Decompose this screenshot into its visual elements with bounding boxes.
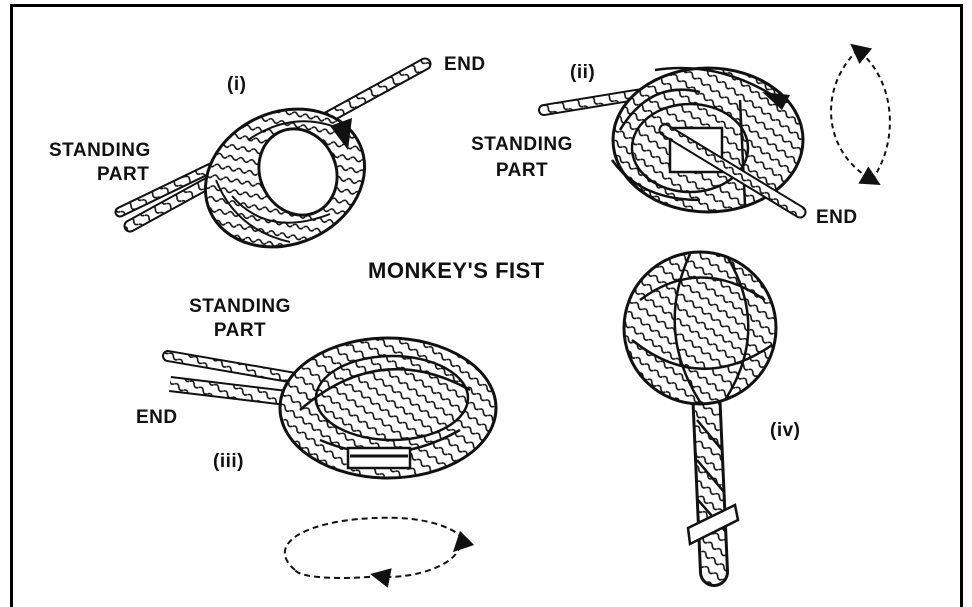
step-1-standing-label-line-1: STANDING: [49, 140, 151, 162]
step-1-figure: [120, 64, 425, 272]
step-3-end-label: END: [136, 407, 178, 429]
step-4-numeral: (iv): [770, 420, 801, 442]
step-3-numeral: (iii): [213, 451, 244, 473]
step-2-figure: [544, 50, 890, 212]
step-1-end-label: END: [444, 54, 486, 76]
step-3-standing-label-line-2: PART: [176, 320, 304, 342]
step-2-standing-label-line-1: STANDING: [458, 134, 586, 156]
diagram-title: MONKEY'S FIST: [368, 258, 545, 284]
step-3-standing-label-line-1: STANDING: [176, 296, 304, 318]
step-2-end-label: END: [816, 207, 858, 229]
step-2-numeral: (ii): [570, 62, 595, 84]
step-1-numeral: (i): [227, 74, 246, 96]
step-4-figure: [624, 252, 776, 572]
step-2-standing-label-line-2: PART: [458, 160, 586, 182]
step-1-standing-label-line-2: PART: [97, 164, 149, 186]
